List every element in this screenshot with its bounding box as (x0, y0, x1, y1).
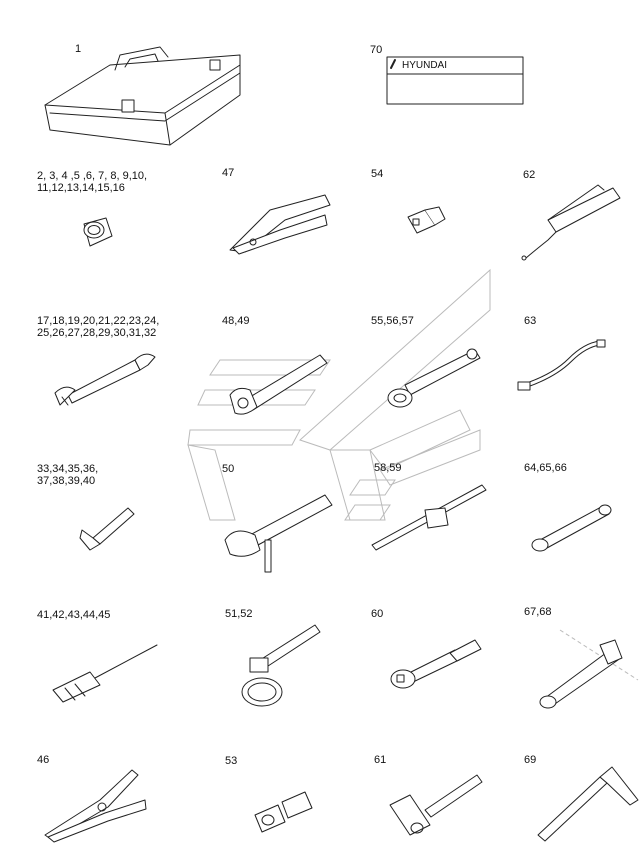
combination-wrench-icon (54, 353, 156, 406)
ratchet-icon (390, 639, 482, 689)
adapter-icon (407, 206, 446, 234)
tee-spanner-icon (539, 629, 639, 709)
hex-key-icon (79, 507, 135, 551)
flat-pliers-icon (229, 194, 331, 255)
label-screwdriver: 41,42,43,44,45 (37, 609, 111, 621)
label-ratchet: 60 (371, 608, 384, 620)
grease-hose-icon (517, 339, 606, 391)
l-spanner-icon (537, 766, 639, 842)
label-strap-wrench: 51,52 (225, 608, 253, 620)
label-wrench-2: 25,26,27,28,29,30,31,32 (37, 327, 157, 339)
label-toolbox: 1 (75, 43, 82, 55)
nameplate-icon (386, 56, 524, 105)
toolbox-icon (44, 46, 241, 146)
label-torque: 55,56,57 (371, 315, 414, 327)
label-hose: 63 (524, 315, 537, 327)
nameplate-brand: HYUNDAI (402, 60, 448, 71)
label-hammer: 61 (374, 754, 387, 766)
strap-wrench-icon (241, 624, 321, 707)
label-pliers-flat: 47 (222, 167, 235, 179)
socket-icon (83, 217, 113, 247)
label-ujoint: 53 (225, 755, 238, 767)
label-box-spanner: 64,65,66 (524, 462, 567, 474)
label-nameplate: 70 (370, 44, 383, 56)
adjustable-wrench-icon (229, 354, 328, 415)
label-t-bar: 58,59 (374, 462, 402, 474)
pipe-wrench-icon (224, 494, 333, 573)
label-socket-1: 2, 3, 4 ,5 ,6, 7, 8, 9,10, (37, 170, 148, 182)
label-hex-key-2: 37,38,39,40 (37, 475, 96, 487)
label-socket-2: 11,12,13,14,15,16 (37, 182, 125, 194)
label-hex-key-1: 33,34,35,36, (37, 463, 99, 475)
grease-gun-icon (521, 184, 621, 261)
universal-joint-icon (254, 791, 313, 833)
label-l-spanner: 69 (524, 754, 537, 766)
torque-wrench-icon (387, 348, 481, 408)
label-long-nose: 46 (37, 754, 50, 766)
label-wrench-1: 17,18,19,20,21,22,23,24, (37, 315, 160, 327)
label-adapter: 54 (371, 168, 384, 180)
label-grease-gun: 62 (523, 169, 536, 181)
hammer-icon (389, 774, 483, 836)
label-pipe-wrench: 50 (222, 463, 235, 475)
screwdriver-icon (52, 644, 158, 703)
t-bar-icon (371, 484, 487, 551)
box-spanner-icon (531, 504, 612, 552)
label-tee-spanner: 67,68 (524, 606, 552, 618)
long-nose-pliers-icon (44, 769, 147, 843)
label-adjustable: 48,49 (222, 315, 250, 327)
